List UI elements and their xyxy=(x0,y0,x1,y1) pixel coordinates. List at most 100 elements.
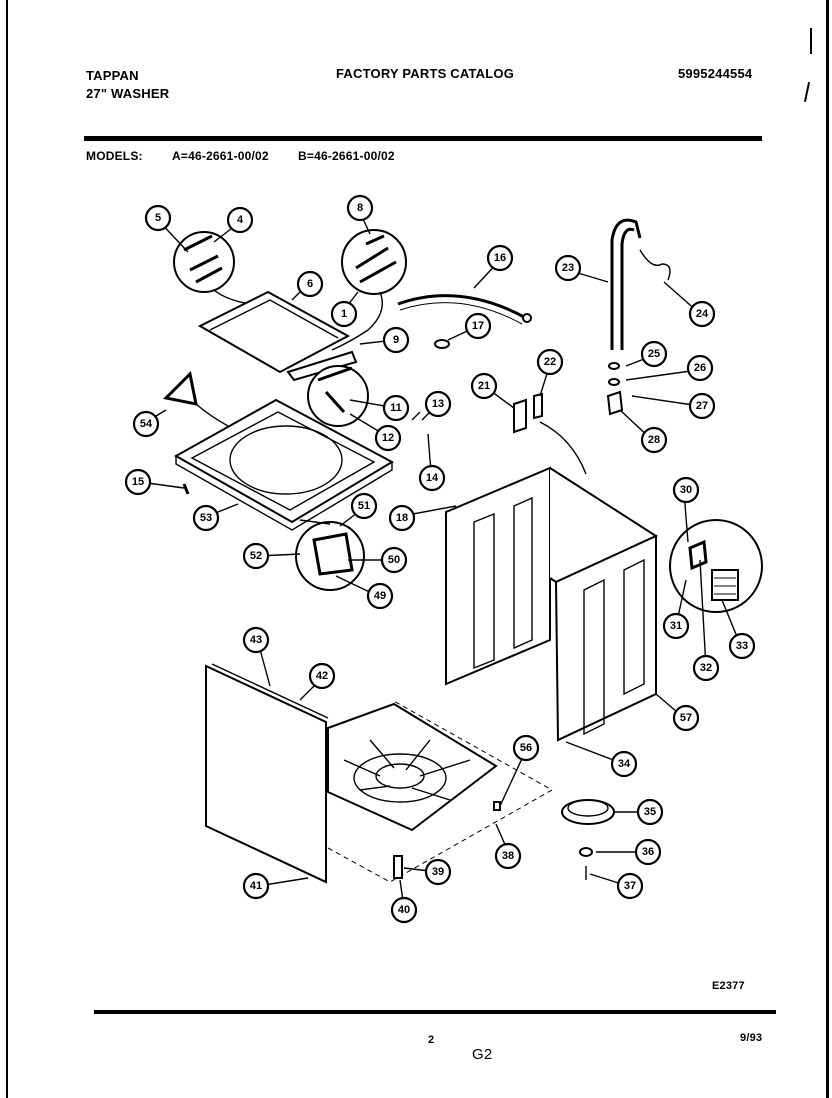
callout-51-label: 51 xyxy=(358,500,370,512)
callout-23: 23 xyxy=(554,254,582,282)
page-edge-left xyxy=(0,0,8,1098)
callout-17-label: 17 xyxy=(472,320,484,332)
callout-51: 51 xyxy=(350,492,378,520)
callout-56: 56 xyxy=(512,734,540,762)
callout-57: 57 xyxy=(672,704,700,732)
callout-5: 5 xyxy=(144,204,172,232)
callout-13: 13 xyxy=(424,390,452,418)
callout-30: 30 xyxy=(672,476,700,504)
callout-24-label: 24 xyxy=(696,308,709,320)
callout-9: 9 xyxy=(382,326,410,354)
switch-assembly-circle xyxy=(295,521,365,591)
callout-43: 43 xyxy=(242,626,270,654)
callout-18-label: 18 xyxy=(396,512,408,524)
callout-54-label: 54 xyxy=(140,418,153,430)
callout-33: 33 xyxy=(728,632,756,660)
callout-18: 18 xyxy=(388,504,416,532)
callout-24: 24 xyxy=(688,300,716,328)
callout-50-label: 50 xyxy=(388,554,400,566)
callout-12-label: 12 xyxy=(382,432,394,444)
callout-33-label: 33 xyxy=(736,640,748,652)
callout-21: 21 xyxy=(470,372,498,400)
callout-39-label: 39 xyxy=(432,866,444,878)
balance-ring-54 xyxy=(162,370,198,406)
callout-57-label: 57 xyxy=(680,712,692,724)
callout-17: 17 xyxy=(464,312,492,340)
callout-43-label: 43 xyxy=(250,634,262,646)
callout-37: 37 xyxy=(616,872,644,900)
callout-38-label: 38 xyxy=(502,850,514,862)
callout-6-label: 6 xyxy=(307,278,313,290)
drawing-code: E2377 xyxy=(712,980,745,992)
callout-28-label: 28 xyxy=(648,434,660,446)
callout-16: 16 xyxy=(486,244,514,272)
callout-53: 53 xyxy=(192,504,220,532)
callout-35-label: 35 xyxy=(644,806,656,818)
models-label: MODELS: xyxy=(86,149,143,163)
callout-39: 39 xyxy=(424,858,452,886)
callout-15: 15 xyxy=(124,468,152,496)
catalog-number: 5995244554 xyxy=(678,66,753,81)
model-b: B=46-2661-00/02 xyxy=(298,149,395,163)
callout-26: 26 xyxy=(686,354,714,382)
callout-1: 1 xyxy=(330,300,358,328)
callout-37-label: 37 xyxy=(624,880,636,892)
page-number: 2 xyxy=(428,1034,435,1046)
product-label: 27" WASHER xyxy=(86,86,170,101)
callout-30-label: 30 xyxy=(680,484,692,496)
callout-52-label: 52 xyxy=(250,550,262,562)
model-a: A=46-2661-00/02 xyxy=(172,149,269,163)
callout-12: 12 xyxy=(374,424,402,452)
bracket-detail-circle xyxy=(307,365,369,427)
print-date: 9/93 xyxy=(740,1032,763,1044)
callout-31-label: 31 xyxy=(670,620,682,632)
cabinet-side-panel-left xyxy=(445,466,551,686)
callout-28: 28 xyxy=(640,426,668,454)
callout-32: 32 xyxy=(692,654,720,682)
callout-4: 4 xyxy=(226,206,254,234)
callout-56-label: 56 xyxy=(520,742,532,754)
callout-4-label: 4 xyxy=(237,214,244,226)
callout-42-label: 42 xyxy=(316,670,328,682)
front-panel xyxy=(205,664,327,884)
callout-49-label: 49 xyxy=(374,590,386,602)
callout-50: 50 xyxy=(380,546,408,574)
header-rule xyxy=(84,136,762,141)
callout-22: 22 xyxy=(536,348,564,376)
catalog-title: FACTORY PARTS CATALOG xyxy=(336,66,515,81)
callout-36: 36 xyxy=(634,838,662,866)
lid-switch xyxy=(286,350,358,382)
callout-52: 52 xyxy=(242,542,270,570)
callout-34: 34 xyxy=(610,750,638,778)
callout-16-label: 16 xyxy=(494,252,506,264)
callout-38: 38 xyxy=(494,842,522,870)
brand-label: TAPPAN xyxy=(86,68,139,83)
base-frame xyxy=(327,702,498,832)
callout-11-label: 11 xyxy=(390,402,402,414)
callout-40-label: 40 xyxy=(398,904,410,916)
callout-25-label: 25 xyxy=(648,348,660,360)
fill-hose-23 xyxy=(610,218,642,350)
section-label: G2 xyxy=(472,1046,493,1063)
callout-26-label: 26 xyxy=(694,362,706,374)
callout-15-label: 15 xyxy=(132,476,144,488)
callout-54: 54 xyxy=(132,410,160,438)
callout-32-label: 32 xyxy=(700,662,712,674)
hose-clamp xyxy=(434,339,450,349)
callout-13-label: 13 xyxy=(432,398,444,410)
footer-rule xyxy=(94,1010,776,1014)
callout-23-label: 23 xyxy=(562,262,574,274)
callout-11: 11 xyxy=(382,394,410,422)
callout-27: 27 xyxy=(688,392,716,420)
callout-40: 40 xyxy=(390,896,418,924)
callout-8-label: 8 xyxy=(357,202,363,214)
page-edge-right xyxy=(826,0,829,1098)
washer-lid xyxy=(197,290,351,374)
callout-1-label: 1 xyxy=(341,308,347,320)
page-edge-mark-top xyxy=(810,28,812,54)
callout-9-label: 9 xyxy=(393,334,399,346)
callout-5-label: 5 xyxy=(155,212,161,224)
callout-22-label: 22 xyxy=(544,356,556,368)
callout-21-label: 21 xyxy=(478,380,490,392)
